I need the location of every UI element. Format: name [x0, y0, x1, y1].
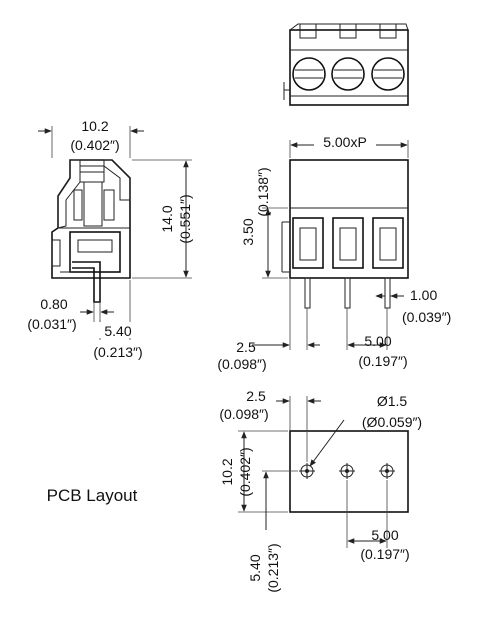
side-width-in: (0.402″): [70, 137, 119, 153]
side-height-in: (0.551″): [177, 194, 193, 243]
front-pitch-label: 5.00xP: [323, 134, 367, 150]
pcb-pitch-mm: 5.00: [371, 527, 398, 543]
pcb-hole-3: [379, 463, 395, 479]
front-view: 5.00xP 3.50 (0.138″) 1.00 (0.039″): [217, 134, 451, 372]
side-pin-mm: 0.80: [40, 296, 67, 312]
pcb-hole-1: [299, 463, 315, 479]
screw-head-1: [292, 57, 326, 91]
side-offset-mm: 5.40: [104, 323, 131, 339]
side-width-mm: 10.2: [81, 118, 108, 134]
front-pin-in: (0.039″): [402, 309, 451, 325]
side-offset-in: (0.213″): [93, 344, 142, 360]
side-view: 10.2 (0.402″) 14.0 (0.551″) 0.80 (0.0: [27, 118, 193, 360]
pcb-hole-in: (Ø0.059″): [362, 414, 422, 430]
front-pitch-mm: 5.00: [364, 333, 391, 349]
front-pin-mm: 1.00: [410, 287, 437, 303]
pcb-offset-mm: 5.40: [247, 554, 263, 581]
front-pitch-in: (0.197″): [358, 353, 407, 369]
front-edge-mm: 2.5: [236, 339, 256, 355]
pcb-height-mm: 10.2: [219, 458, 235, 485]
pcb-edge-mm: 2.5: [246, 388, 266, 404]
pcb-height-in: (0.402″): [237, 447, 253, 496]
side-height-mm: 14.0: [159, 205, 175, 232]
side-pin-in: (0.031″): [27, 316, 76, 332]
pcb-edge-in: (0.098″): [219, 406, 268, 422]
pcb-pitch-in: (0.197″): [360, 546, 409, 562]
pcb-offset-in: (0.213″): [265, 543, 281, 592]
pcb-layout: PCB Layout 2.5 (0.098″) Ø1.5 (Ø0.059″: [47, 388, 422, 593]
screw-head-2: [331, 57, 365, 91]
pcb-layout-title: PCB Layout: [47, 486, 138, 505]
pcb-hole-2: [339, 463, 355, 479]
screw-head-3: [371, 57, 405, 91]
front-height-mm: 3.50: [240, 218, 256, 245]
front-edge-in: (0.098″): [217, 356, 266, 372]
top-view: [283, 23, 409, 106]
pcb-hole-mm: Ø1.5: [377, 393, 408, 409]
front-height-in: (0.138″): [255, 167, 271, 216]
